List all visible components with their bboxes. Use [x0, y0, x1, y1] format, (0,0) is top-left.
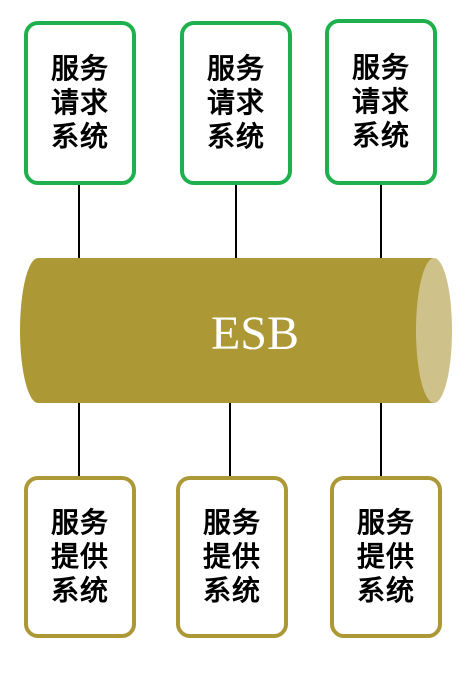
service-requester-label: 服务 请求 系统 — [351, 51, 410, 152]
service-requester-label: 服务 请求 系统 — [206, 52, 265, 153]
service-provider-box-2: 服务 提供 系统 — [176, 476, 288, 638]
service-provider-label: 服务 提供 系统 — [50, 506, 109, 607]
service-requester-label: 服务 请求 系统 — [50, 52, 109, 153]
esb-cylinder-end — [416, 258, 452, 403]
service-provider-label: 服务 提供 系统 — [356, 506, 415, 607]
esb-cylinder-body — [20, 258, 434, 403]
service-requester-box-2: 服务 请求 系统 — [180, 21, 292, 185]
service-provider-box-3: 服务 提供 系统 — [330, 476, 442, 638]
service-requester-box-1: 服务 请求 系统 — [24, 21, 136, 185]
esb-label: ESB — [210, 306, 300, 360]
service-provider-box-1: 服务 提供 系统 — [24, 476, 136, 638]
service-requester-box-3: 服务 请求 系统 — [325, 19, 437, 185]
service-provider-label: 服务 提供 系统 — [202, 506, 261, 607]
